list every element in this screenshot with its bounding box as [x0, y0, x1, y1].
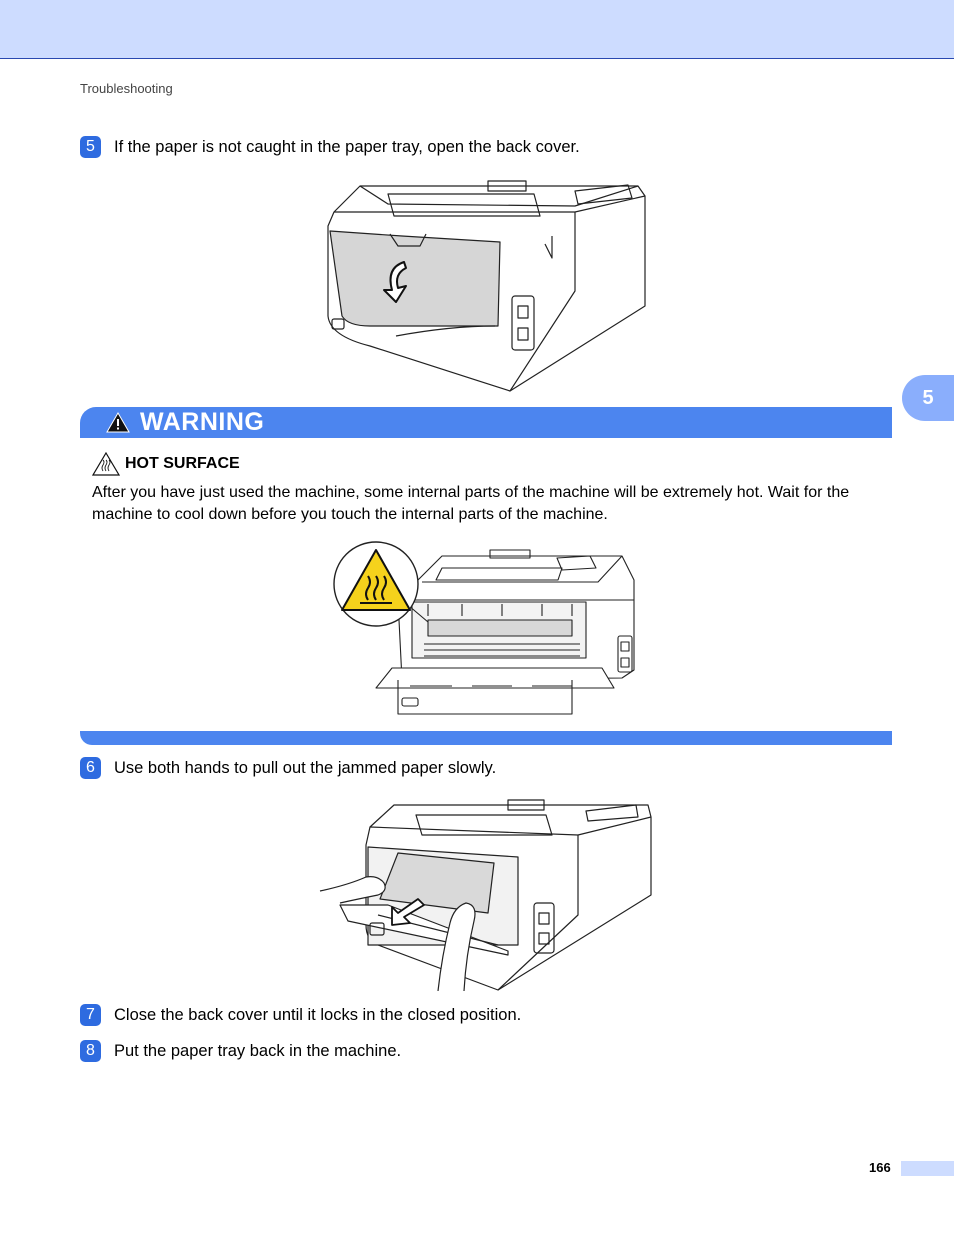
- printer-hot-surface-illustration: [333, 541, 635, 715]
- step-6: 6 Use both hands to pull out the jammed …: [80, 757, 496, 779]
- step-text: If the paper is not caught in the paper …: [114, 137, 580, 156]
- hot-surface-title: HOT SURFACE: [125, 455, 240, 472]
- pulling-jammed-paper-illustration: [319, 799, 652, 991]
- warning-banner: WARNING: [80, 407, 892, 438]
- step-8: 8 Put the paper tray back in the machine…: [80, 1040, 401, 1062]
- step-7: 7 Close the back cover until it locks in…: [80, 1004, 521, 1026]
- warning-title: WARNING: [140, 408, 265, 436]
- section-header: Troubleshooting: [80, 81, 173, 96]
- down-arrow-icon: [383, 261, 407, 303]
- pull-arrow-icon: [391, 898, 425, 926]
- step-5: 5 If the paper is not caught in the pape…: [80, 136, 580, 158]
- step-number-badge: 8: [80, 1040, 101, 1062]
- printer-back-cover-illustration: [327, 180, 646, 392]
- step-text: Close the back cover until it locks in t…: [114, 1005, 522, 1024]
- page-footer-tab: [901, 1161, 954, 1176]
- hot-surface-heading: HOT SURFACE: [92, 452, 240, 476]
- warning-triangle-icon: [106, 412, 130, 433]
- step-number-badge: 5: [80, 136, 101, 158]
- step-text: Put the paper tray back in the machine.: [114, 1041, 402, 1060]
- warning-end-bar: [80, 731, 892, 745]
- chapter-tab: 5: [902, 375, 954, 421]
- step-number-badge: 7: [80, 1004, 101, 1026]
- page-number: 166: [869, 1160, 891, 1175]
- hot-surface-icon: [92, 452, 120, 476]
- step-number-badge: 6: [80, 757, 101, 779]
- top-header-band: [0, 0, 954, 59]
- warning-body-text: After you have just used the machine, so…: [92, 484, 850, 523]
- step-text: Use both hands to pull out the jammed pa…: [114, 758, 497, 777]
- hot-surface-symbol-icon: [341, 549, 411, 611]
